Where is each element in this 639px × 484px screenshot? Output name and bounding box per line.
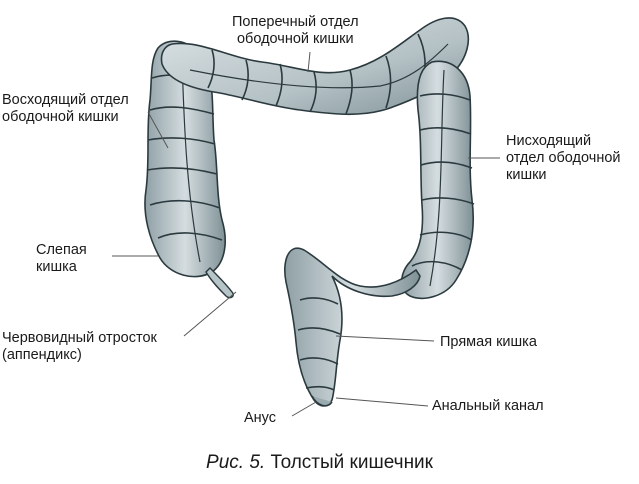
caption-prefix: Рис. 5. — [206, 452, 266, 473]
label-cecum: Слепая кишка — [36, 242, 87, 275]
leader-lines — [112, 51, 500, 417]
figure-caption: Рис. 5. Толстый кишечник — [0, 452, 639, 474]
label-anal-canal: Анальный канал — [432, 398, 544, 414]
label-descending-colon: Нисходящий отдел ободочной кишки — [506, 133, 621, 183]
descending-colon — [400, 60, 475, 300]
sigmoid-and-rectum — [284, 247, 421, 407]
label-transverse-colon: Поперечный отдел ободочной кишки — [232, 14, 359, 47]
label-appendix: Червовидный отросток (аппендикс) — [2, 330, 157, 363]
label-rectum: Прямая кишка — [440, 334, 537, 350]
label-anus: Анус — [244, 410, 277, 426]
label-ascending-colon: Восходящий отдел ободочной кишки — [2, 92, 129, 125]
appendix — [205, 267, 235, 299]
caption-text: Толстый кишечник — [270, 452, 433, 473]
